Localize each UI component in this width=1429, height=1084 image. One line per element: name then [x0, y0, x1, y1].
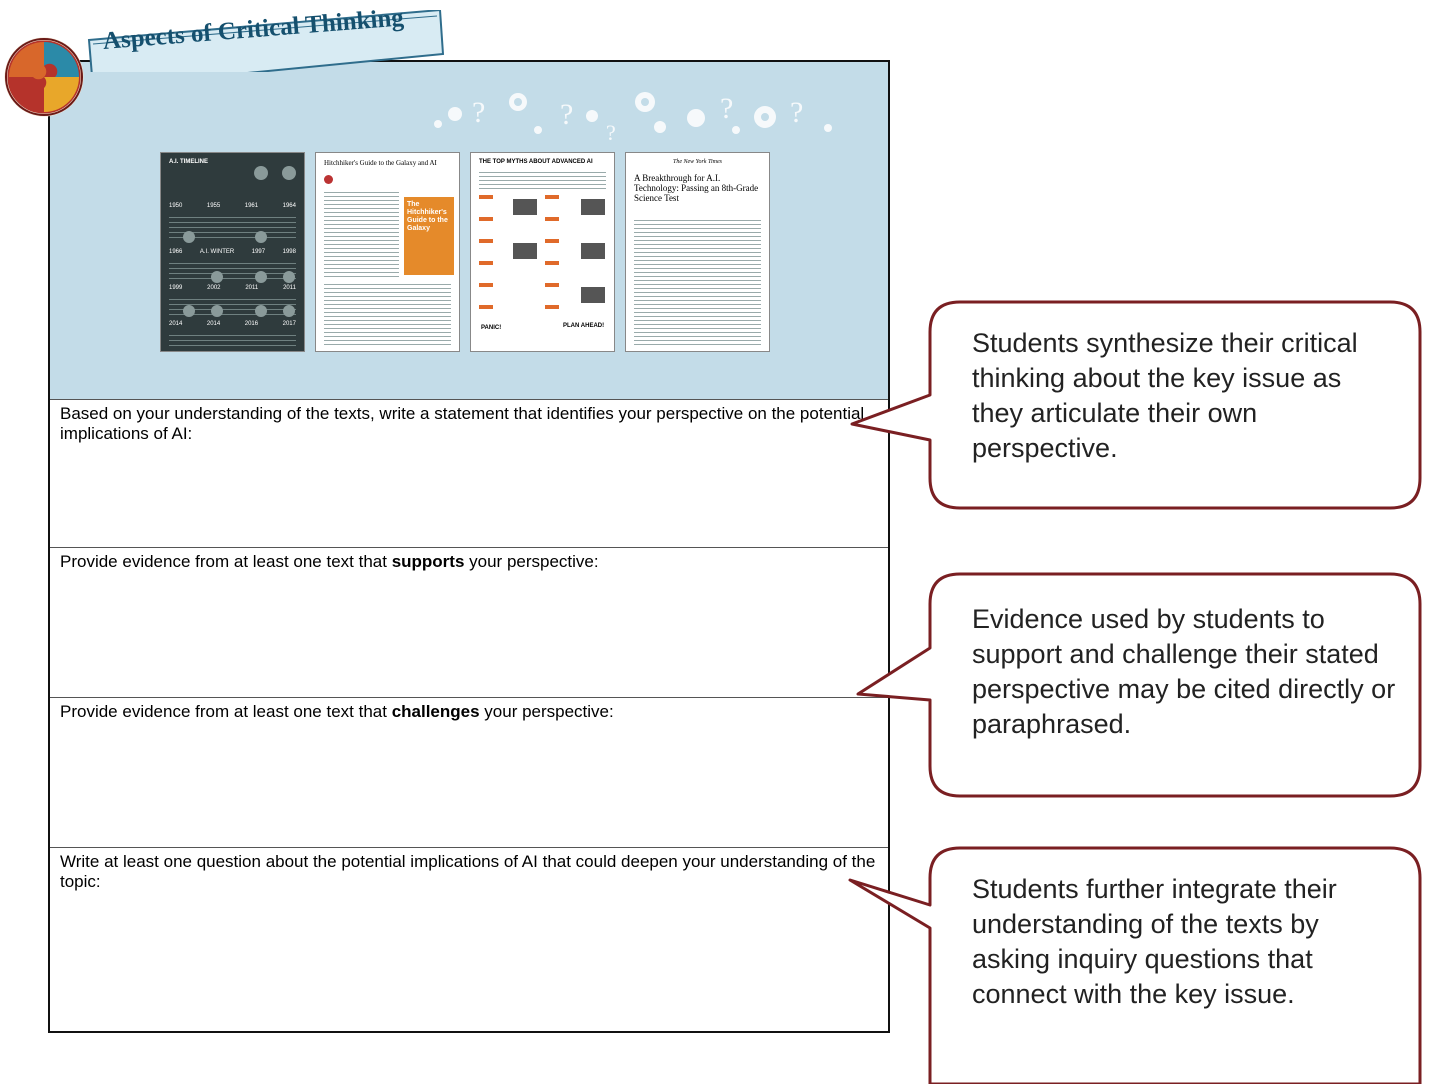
svg-text:?: ? [606, 120, 616, 145]
timeline-year: A.I. WINTER [199, 249, 235, 255]
timeline-year: 2014 [169, 321, 183, 327]
timeline-year: 1964 [282, 203, 296, 209]
timeline-year: 1966 [169, 249, 183, 255]
myths-title: THE TOP MYTHS ABOUT ADVANCED AI [479, 159, 593, 165]
nyt-headline: A Breakthrough for A.I. Technology: Pass… [634, 173, 759, 203]
ai-timeline-thumbnail: A.I. TIMELINE 1950 1955 1961 1964 1966 A… [160, 152, 305, 352]
book-cover: The Hitchhiker's Guide to the Galaxy [404, 197, 454, 275]
timeline-year: 2011 [283, 285, 296, 291]
inquiry-question-section[interactable]: Write at least one question about the po… [50, 848, 888, 1031]
perspective-prompt: Based on your understanding of the texts… [60, 404, 865, 443]
callout-inquiry-text: Students further integrate their underst… [972, 874, 1337, 1009]
callout-evidence-text: Evidence used by students to support and… [972, 604, 1396, 739]
timeline-year: 1961 [244, 203, 259, 209]
svg-text:?: ? [472, 96, 485, 129]
callout-perspective-text: Students synthesize their critical think… [972, 328, 1358, 463]
worksheet: ? ? ? ? ? A.I. TIMELINE 1950 1955 [48, 60, 890, 1033]
ai-myths-thumbnail: THE TOP MYTHS ABOUT ADVANCED AI PANIC! P… [470, 152, 615, 352]
nyt-masthead: The New York Times [673, 159, 722, 165]
timeline-year: 1999 [169, 285, 183, 291]
timeline-year: 2011 [245, 285, 259, 291]
svg-text:?: ? [790, 96, 803, 129]
timeline-year: 2002 [207, 285, 221, 291]
supporting-evidence-section[interactable]: Provide evidence from at least one text … [50, 548, 888, 698]
gears-decoration: ? ? ? ? ? [434, 92, 832, 145]
plan-ahead-label: PLAN AHEAD! [563, 323, 605, 329]
author-avatar [324, 175, 333, 184]
book-cover-title: The Hitchhiker's Guide to the Galaxy [407, 201, 448, 232]
nyt-article-thumbnail: The New York Times A Breakthrough for A.… [625, 152, 770, 352]
timeline-year: 2014 [206, 321, 221, 327]
challenging-evidence-section[interactable]: Provide evidence from at least one text … [50, 698, 888, 848]
timeline-year: 1950 [169, 203, 183, 209]
svg-text:?: ? [720, 92, 733, 125]
challenging-evidence-prompt: Provide evidence from at least one text … [60, 702, 614, 721]
myths-grid-icon [479, 195, 605, 309]
texts-banner: ? ? ? ? ? A.I. TIMELINE 1950 1955 [50, 62, 888, 400]
timeline-year: 1998 [282, 249, 296, 255]
puzzle-pieces-icon [4, 37, 84, 117]
svg-text:?: ? [560, 98, 573, 131]
timeline-photos-icon [183, 166, 296, 317]
panic-label: PANIC! [481, 325, 502, 331]
timeline-year: 2017 [282, 321, 296, 327]
hitchhikers-guide-thumbnail: Hitchhiker's Guide to the Galaxy and AI … [315, 152, 460, 352]
title-ribbon [87, 10, 445, 72]
timeline-year: 1997 [251, 249, 266, 255]
supporting-evidence-prompt: Provide evidence from at least one text … [60, 552, 599, 571]
inquiry-question-prompt: Write at least one question about the po… [60, 852, 876, 891]
timeline-title: A.I. TIMELINE [169, 159, 208, 165]
hitchhikers-article-title: Hitchhiker's Guide to the Galaxy and AI [324, 159, 437, 167]
timeline-year: 2016 [244, 321, 259, 327]
perspective-section[interactable]: Based on your understanding of the texts… [50, 400, 888, 548]
timeline-year: 1955 [206, 203, 221, 209]
